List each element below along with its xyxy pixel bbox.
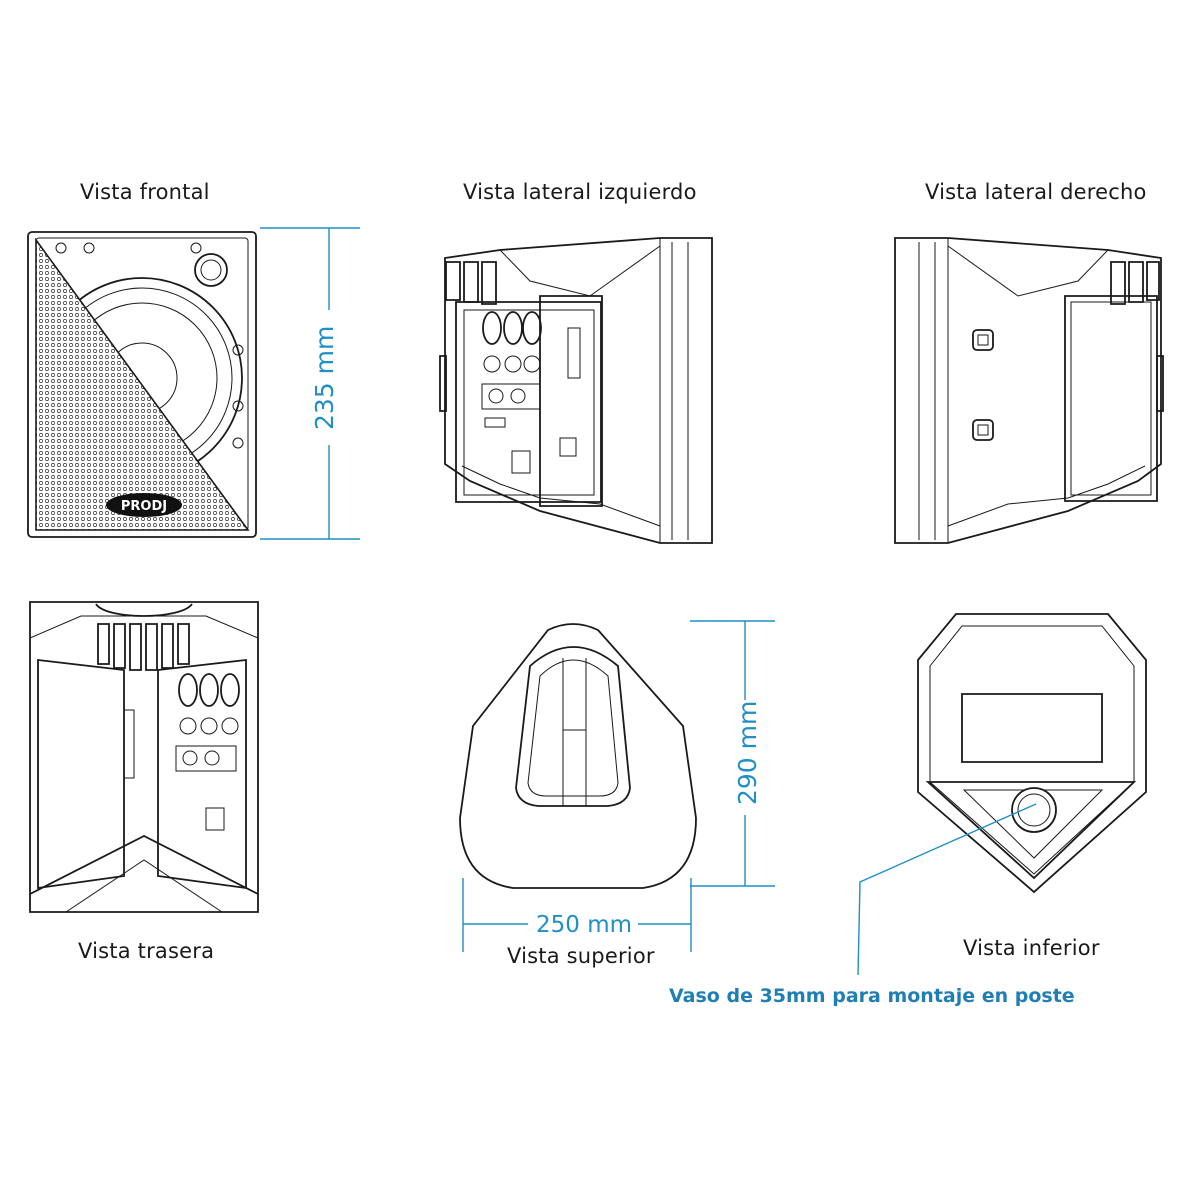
- rear-view-drawing: [26, 598, 262, 916]
- depth-dimension-lines: [690, 615, 780, 895]
- top-view-label: Vista superior: [507, 944, 655, 968]
- left-view-label: Vista lateral izquierdo: [463, 180, 697, 204]
- width-dimension: 250 mm: [536, 912, 633, 938]
- right-view-label: Vista lateral derecho: [925, 180, 1147, 204]
- height-dimension-lines: [260, 220, 370, 550]
- front-view-label: Vista frontal: [80, 180, 210, 204]
- top-view-drawing: [458, 618, 698, 893]
- bottom-view-drawing: [914, 612, 1150, 894]
- rear-view-label: Vista trasera: [78, 939, 215, 963]
- mount-note: Vaso de 35mm para montaje en poste: [669, 985, 1075, 1007]
- front-view-drawing: PRODJ: [26, 228, 260, 540]
- brand-logo: PRODJ: [121, 499, 167, 514]
- height-dimension: 235 mm: [310, 325, 339, 430]
- width-dimension-lines: [458, 878, 698, 958]
- left-side-view-drawing: [440, 236, 715, 546]
- depth-dimension: 290 mm: [733, 700, 762, 805]
- bottom-view-label: Vista inferior: [963, 936, 1100, 960]
- right-side-view-drawing: [893, 236, 1168, 546]
- mount-leader-line: [850, 800, 1040, 980]
